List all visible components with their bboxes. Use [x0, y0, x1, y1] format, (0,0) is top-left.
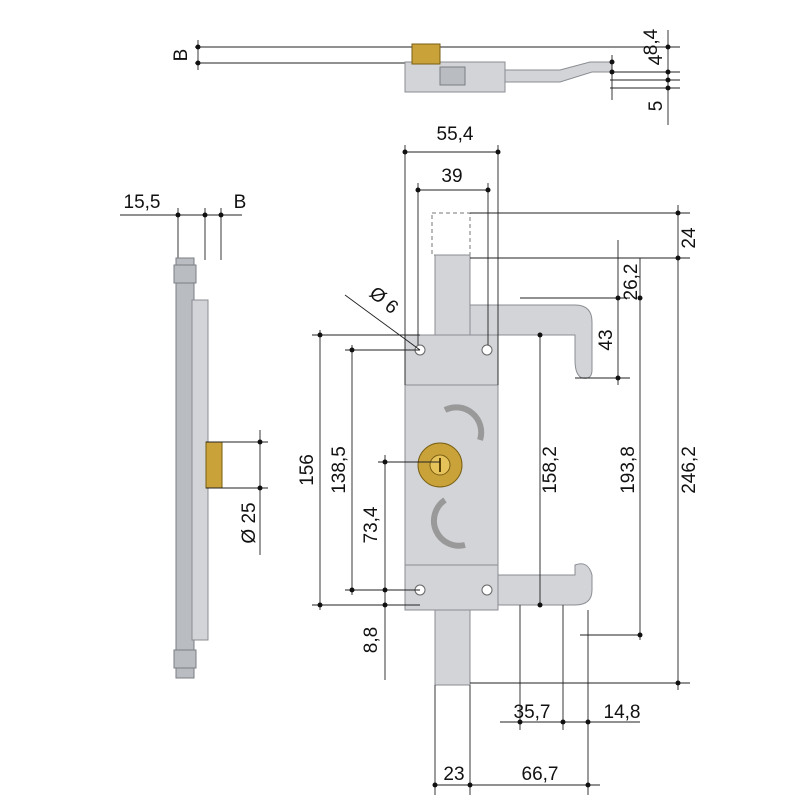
dim-158-2: 158,2 [540, 446, 561, 494]
dim-8-4: 8,4 [641, 28, 662, 55]
lower-hook [469, 563, 593, 606]
dim-14-8: 14,8 [604, 702, 641, 723]
dim-26-2: 26,2 [621, 264, 642, 301]
dim-diameter-25: Ø 25 [239, 502, 260, 543]
dim-66-7: 66,7 [522, 764, 559, 785]
top-b-label: B [171, 49, 192, 62]
front-view: 55,4 39 Ø 6 24 26,2 43 246,2 193,8 158,2 [297, 124, 700, 795]
dim-39: 39 [441, 166, 462, 187]
side-faceplate [175, 257, 195, 679]
dim-24: 24 [679, 227, 700, 249]
dim-138-5: 138,5 [329, 446, 350, 494]
dim-8-8: 8,8 [361, 627, 382, 653]
top-latch [439, 66, 466, 86]
dim-193-8: 193,8 [618, 446, 639, 494]
dim-35-7: 35,7 [514, 702, 551, 723]
top-view: B 8,4 4 5 [171, 28, 680, 125]
upper-hook [469, 304, 593, 379]
dim-156: 156 [297, 454, 318, 486]
dim-23: 23 [443, 764, 464, 785]
dashed-keeper [431, 212, 471, 256]
dim-246-2: 246,2 [679, 446, 700, 494]
dim-5: 5 [646, 101, 667, 112]
side-b-label: B [234, 192, 247, 213]
side-cylinder [205, 441, 223, 489]
dim-73-4: 73,4 [361, 506, 382, 543]
top-hook-plate [504, 61, 613, 83]
side-view: 15,5 B Ø 25 [120, 192, 268, 679]
dim-43: 43 [596, 329, 617, 350]
dim-15-5: 15,5 [124, 192, 161, 213]
dim-4: 4 [646, 54, 667, 65]
top-cylinder [411, 43, 441, 65]
dim-55-4: 55,4 [437, 124, 474, 145]
